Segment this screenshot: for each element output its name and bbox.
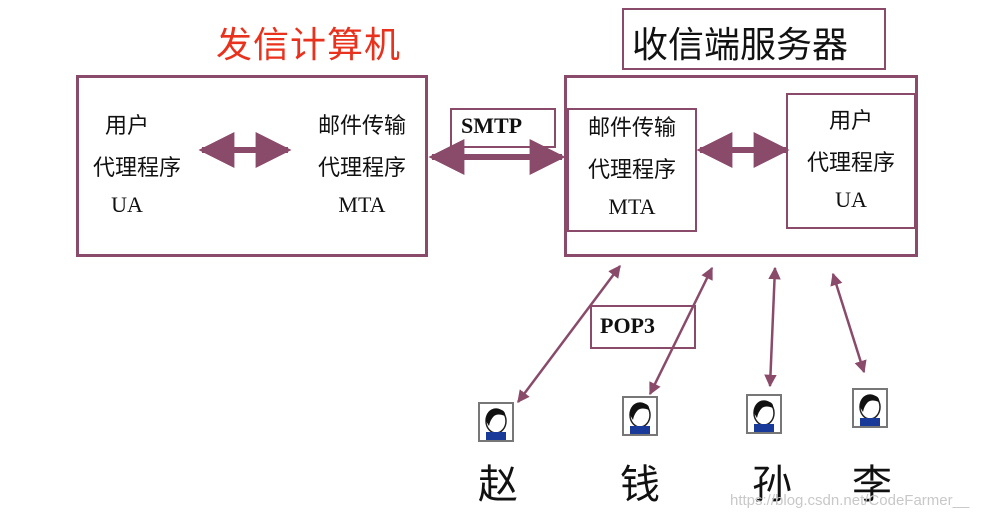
sender-mta: 邮件传输 代理程序 MTA	[302, 108, 422, 218]
sender-mta-line1: 邮件传输	[317, 114, 406, 139]
user-arrow-qian	[648, 266, 714, 396]
user-avatar-icon	[622, 396, 658, 436]
receiver-ua-line2: 代理程序	[806, 151, 895, 176]
receiver-ua-box	[786, 93, 916, 229]
user-name-sun: 孙	[752, 462, 792, 508]
receiver-ua-line3: UA	[835, 187, 867, 212]
receiver-mta-box	[567, 108, 697, 232]
sender-ua: 用户 代理程序 UA	[76, 108, 196, 218]
receiver-mta-line3: MTA	[608, 194, 656, 219]
user-name-li: 李	[852, 462, 892, 508]
receiver-mta-line2: 代理程序	[587, 158, 676, 183]
watermark: https://blog.csdn.net/CodeFarmer__	[730, 492, 970, 509]
user-avatar-icon	[478, 402, 514, 442]
receiver-mta-line1: 邮件传输	[587, 116, 676, 141]
sender-title: 发信计算机	[216, 25, 402, 66]
user-name-qian: 钱	[620, 462, 660, 508]
sender-mta-line3: MTA	[338, 192, 386, 217]
user-avatar-icon	[852, 388, 888, 428]
sender-ua-line2: 代理程序	[92, 156, 181, 181]
receiver-title-box	[622, 8, 886, 70]
user-arrow-sun	[764, 266, 781, 388]
sender-mta-line2: 代理程序	[317, 156, 406, 181]
receiver-title: 收信端服务器	[632, 25, 849, 66]
user-name-zhao: 赵	[478, 462, 518, 508]
receiver-mta: 邮件传输 代理程序 MTA	[567, 110, 697, 220]
sender-ua-line3: UA	[111, 192, 143, 217]
smtp-label: SMTP	[461, 113, 523, 138]
user-arrow-li	[830, 272, 867, 374]
user-arrow-zhao	[517, 265, 621, 403]
receiver-ua-line1: 用户	[828, 109, 873, 134]
sender-computer-box	[76, 75, 428, 257]
receiver-ua: 用户 代理程序 UA	[786, 103, 916, 213]
user-avatar-icon	[746, 394, 782, 434]
sender-ua-line1: 用户	[104, 114, 149, 139]
